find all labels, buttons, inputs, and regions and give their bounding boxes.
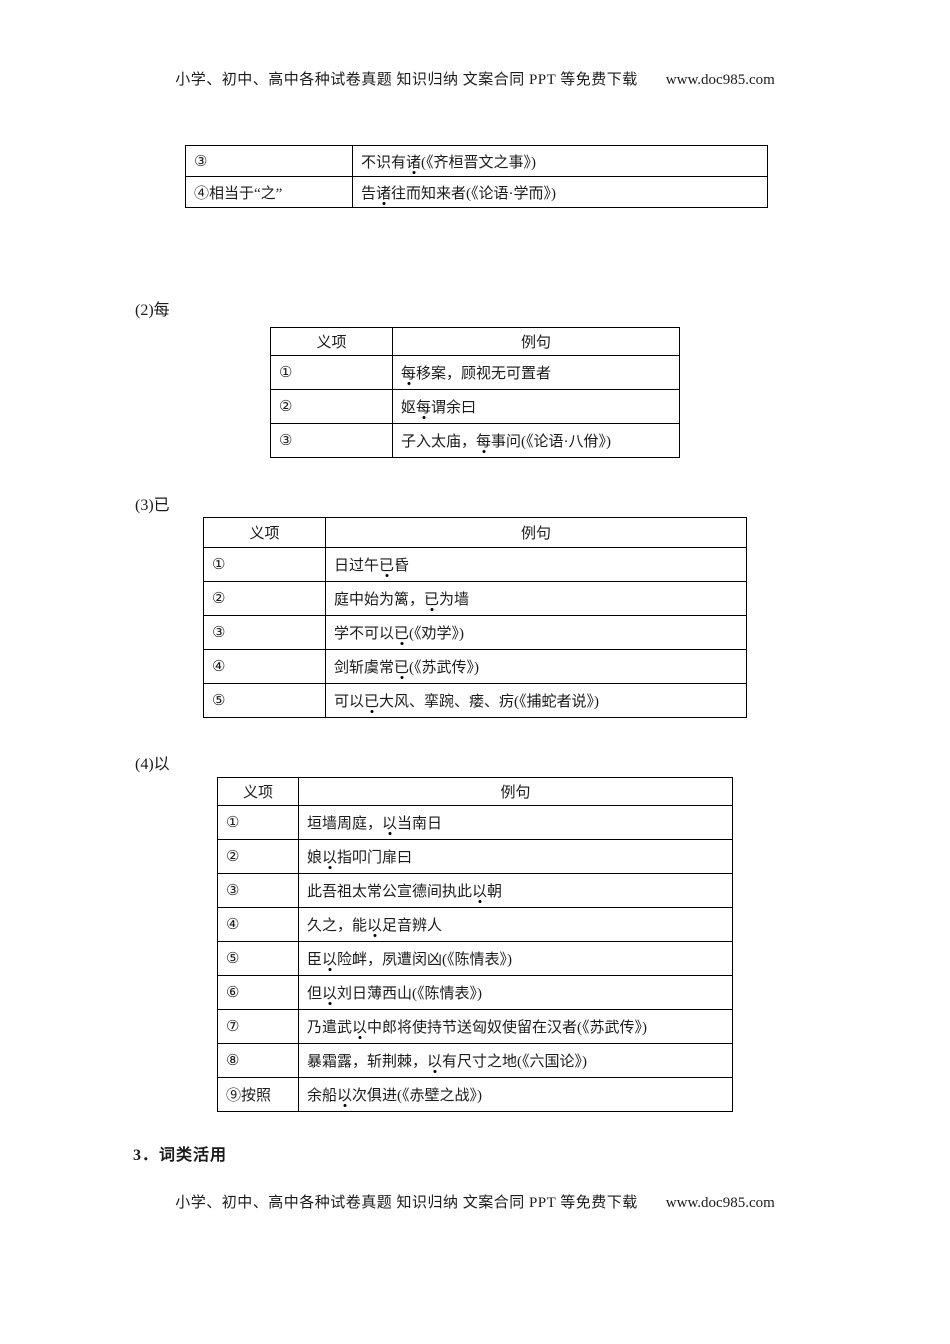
item-cell: ⑥ <box>217 975 299 1010</box>
example-cell: 此吾祖太常公宣德间执此以朝 <box>298 873 733 908</box>
item-cell: ① <box>270 355 393 390</box>
section-3-label: (3)已 <box>135 497 170 514</box>
next-section-heading: 3．词类活用 <box>133 1147 228 1164</box>
item-cell: ⑧ <box>217 1043 299 1078</box>
item-cell: ⑨按照 <box>217 1077 299 1112</box>
example-cell: 庭中始为篱，已为墙 <box>325 581 747 616</box>
example-cell: 娘以指叩门扉曰 <box>298 839 733 874</box>
example-cell: 不识有诸(《齐桓晋文之事》) <box>352 145 768 177</box>
item-cell: ④相当于“之” <box>185 176 353 208</box>
item-cell: ② <box>270 389 393 424</box>
table-header-row: 义项 例句 <box>270 327 680 356</box>
example-cell: 暴霜露，斩荆棘，以有尺寸之地(《六国论》) <box>298 1043 733 1078</box>
example-cell: 妪每谓余曰 <box>392 389 680 424</box>
page-footer: 小学、初中、高中各种试卷真题 知识归纳 文案合同 PPT 等免费下载 www.do… <box>0 1191 950 1212</box>
item-cell: ⑤ <box>217 941 299 976</box>
example-cell: 学不可以已(《劝学》) <box>325 615 747 650</box>
example-cell: 可以已大风、挛踠、瘘、疠(《捕蛇者说》) <box>325 683 747 718</box>
item-cell: ③ <box>217 873 299 908</box>
example-cell: 告诸往而知来者(《论语·学而》) <box>352 176 768 208</box>
table-header-row: 义项 例句 <box>217 777 733 806</box>
column-header-yixiang: 义项 <box>203 517 326 548</box>
item-cell: ④ <box>203 649 326 684</box>
item-cell: ③ <box>185 145 353 177</box>
example-cell: 臣以险衅，夙遭闵凶(《陈情表》) <box>298 941 733 976</box>
example-cell: 子入太庙，每事问(《论语·八佾》) <box>392 423 680 458</box>
item-cell: ⑦ <box>217 1009 299 1044</box>
footer-text: 小学、初中、高中各种试卷真题 知识归纳 文案合同 PPT 等免费下载 <box>175 1195 638 1211</box>
item-cell: ① <box>203 547 326 582</box>
example-cell: 但以刘日薄西山(《陈情表》) <box>298 975 733 1010</box>
item-cell: ① <box>217 805 299 840</box>
header-url: www.doc985.com <box>665 72 775 88</box>
example-cell: 乃遣武以中郎将使持节送匈奴使留在汉者(《苏武传》) <box>298 1009 733 1044</box>
section-4-label: (4)以 <box>135 756 170 773</box>
table-row: ④相当于“之”告诸往而知来者(《论语·学而》) <box>185 176 768 208</box>
section-2-label: (2)每 <box>135 302 170 319</box>
example-cell: 剑斩虞常已(《苏武传》) <box>325 649 747 684</box>
column-header-liju: 例句 <box>325 517 747 548</box>
column-header-yixiang: 义项 <box>270 327 393 356</box>
example-cell: 垣墙周庭，以当南日 <box>298 805 733 840</box>
example-cell: 日过午已昏 <box>325 547 747 582</box>
page-header: 小学、初中、高中各种试卷真题 知识归纳 文案合同 PPT 等免费下载 www.do… <box>0 68 950 89</box>
column-header-yixiang: 义项 <box>217 777 299 806</box>
example-cell: 余船以次俱进(《赤壁之战》) <box>298 1077 733 1112</box>
item-cell: ② <box>217 839 299 874</box>
table-header-row: 义项 例句 <box>203 517 747 548</box>
footer-url: www.doc985.com <box>665 1195 775 1211</box>
item-cell: ④ <box>217 907 299 942</box>
column-header-liju: 例句 <box>298 777 733 806</box>
example-cell: 每移案，顾视无可置者 <box>392 355 680 390</box>
item-cell: ⑤ <box>203 683 326 718</box>
item-cell: ② <box>203 581 326 616</box>
table-row: ⑨按照余船以次俱进(《赤壁之战》) <box>217 1077 733 1112</box>
item-cell: ③ <box>203 615 326 650</box>
column-header-liju: 例句 <box>392 327 680 356</box>
header-text: 小学、初中、高中各种试卷真题 知识归纳 文案合同 PPT 等免费下载 <box>175 72 638 88</box>
item-cell: ③ <box>270 423 393 458</box>
example-cell: 久之，能以足音辨人 <box>298 907 733 942</box>
